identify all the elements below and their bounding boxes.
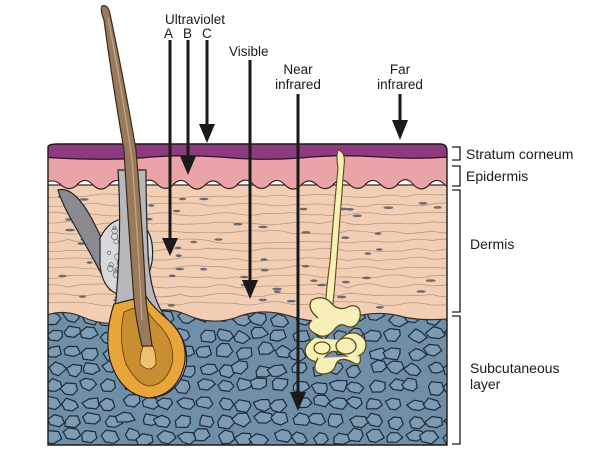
stratum-corneum-label: Stratum corneum	[466, 146, 574, 162]
uv-b-arrow	[180, 40, 196, 175]
uv-title-label: Ultraviolet	[164, 12, 226, 27]
far-infrared-label-line2: infrared	[377, 77, 423, 92]
far-infrared-label-line1: Far	[389, 62, 411, 77]
near-infrared-label-line1: Near	[283, 62, 313, 77]
subcutaneous-bracket	[452, 315, 461, 445]
uv-c-arrow	[199, 40, 215, 143]
dermis-bracket	[452, 189, 461, 313]
subcutaneous-label-line1: Subcutaneous	[470, 360, 560, 376]
near-infrared-label-line2: infrared	[275, 77, 321, 92]
epidermis-bracket	[452, 165, 461, 187]
dermis-label: Dermis	[470, 236, 515, 252]
visible-label: Visible	[229, 44, 269, 59]
near-infrared-arrow	[290, 94, 306, 411]
layer-brackets	[452, 146, 461, 445]
sweat-gland	[304, 297, 367, 375]
visible-arrow	[242, 60, 258, 299]
far-infrared-arrow	[392, 94, 408, 140]
uv-b-label: B	[183, 26, 193, 41]
stratum-corneum-bracket	[452, 146, 461, 161]
epidermis-label: Epidermis	[466, 168, 529, 184]
subcutaneous-label-line2: layer	[470, 376, 501, 392]
uv-c-label: C	[202, 26, 212, 41]
uv-a-label: A	[164, 26, 174, 41]
uv-a-arrow	[162, 40, 178, 256]
radiation-arrows	[162, 40, 408, 411]
